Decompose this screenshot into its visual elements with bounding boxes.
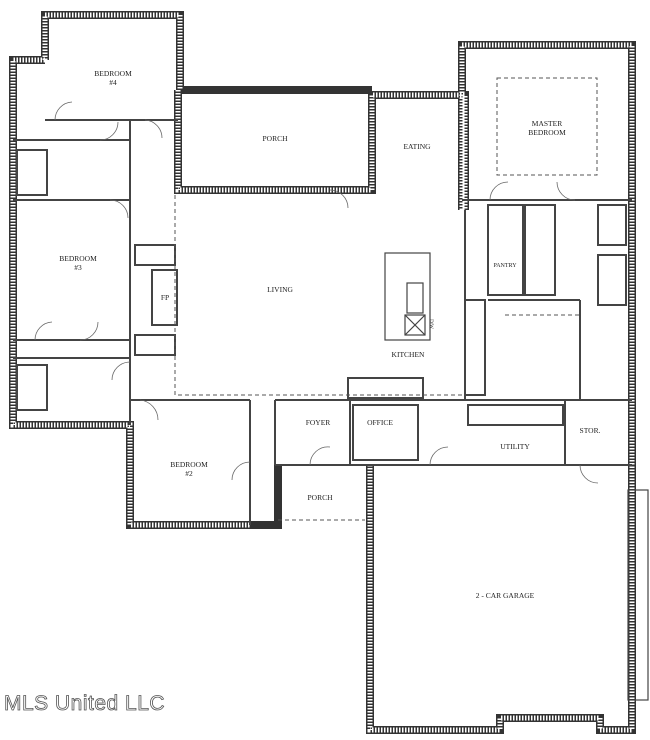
label-master-bedroom: BEDROOM: [528, 128, 566, 137]
label-porch-front: PORCH: [307, 493, 333, 502]
label-bedroom4-num: #4: [109, 78, 117, 87]
label-fireplace: FP: [161, 293, 169, 302]
label-bedroom4: BEDROOM: [94, 69, 132, 78]
label-garage: 2 - CAR GARAGE: [476, 591, 535, 600]
label-porch-rear: PORCH: [262, 134, 288, 143]
label-kitchen: KITCHEN: [392, 350, 425, 359]
label-eating: EATING: [403, 142, 431, 151]
watermark: MLS United LLC: [4, 692, 166, 716]
label-bedroom2-num: #2: [185, 469, 193, 478]
label-storage: STOR.: [580, 426, 601, 435]
garage-door: [627, 489, 649, 701]
label-utility: UTILITY: [500, 442, 530, 451]
room-labels: BEDROOM #4 PORCH EATING MASTER BEDROOM B…: [59, 69, 600, 600]
exterior-walls: [9, 11, 636, 734]
label-living: LIVING: [267, 285, 293, 294]
label-dishwasher: D/W: [428, 319, 433, 329]
label-pantry: PANTRY: [493, 263, 517, 269]
kitchen-island: [384, 252, 431, 341]
label-bedroom3: BEDROOM: [59, 254, 97, 263]
dashed-lines: [174, 77, 598, 521]
label-bedroom3-num: #3: [74, 263, 82, 272]
label-master: MASTER: [532, 119, 562, 128]
door-swings: [34, 101, 599, 484]
interior-walls: [13, 119, 632, 525]
label-bedroom2: BEDROOM: [170, 460, 208, 469]
label-foyer: FOYER: [306, 418, 331, 427]
label-office: OFFICE: [367, 418, 393, 427]
